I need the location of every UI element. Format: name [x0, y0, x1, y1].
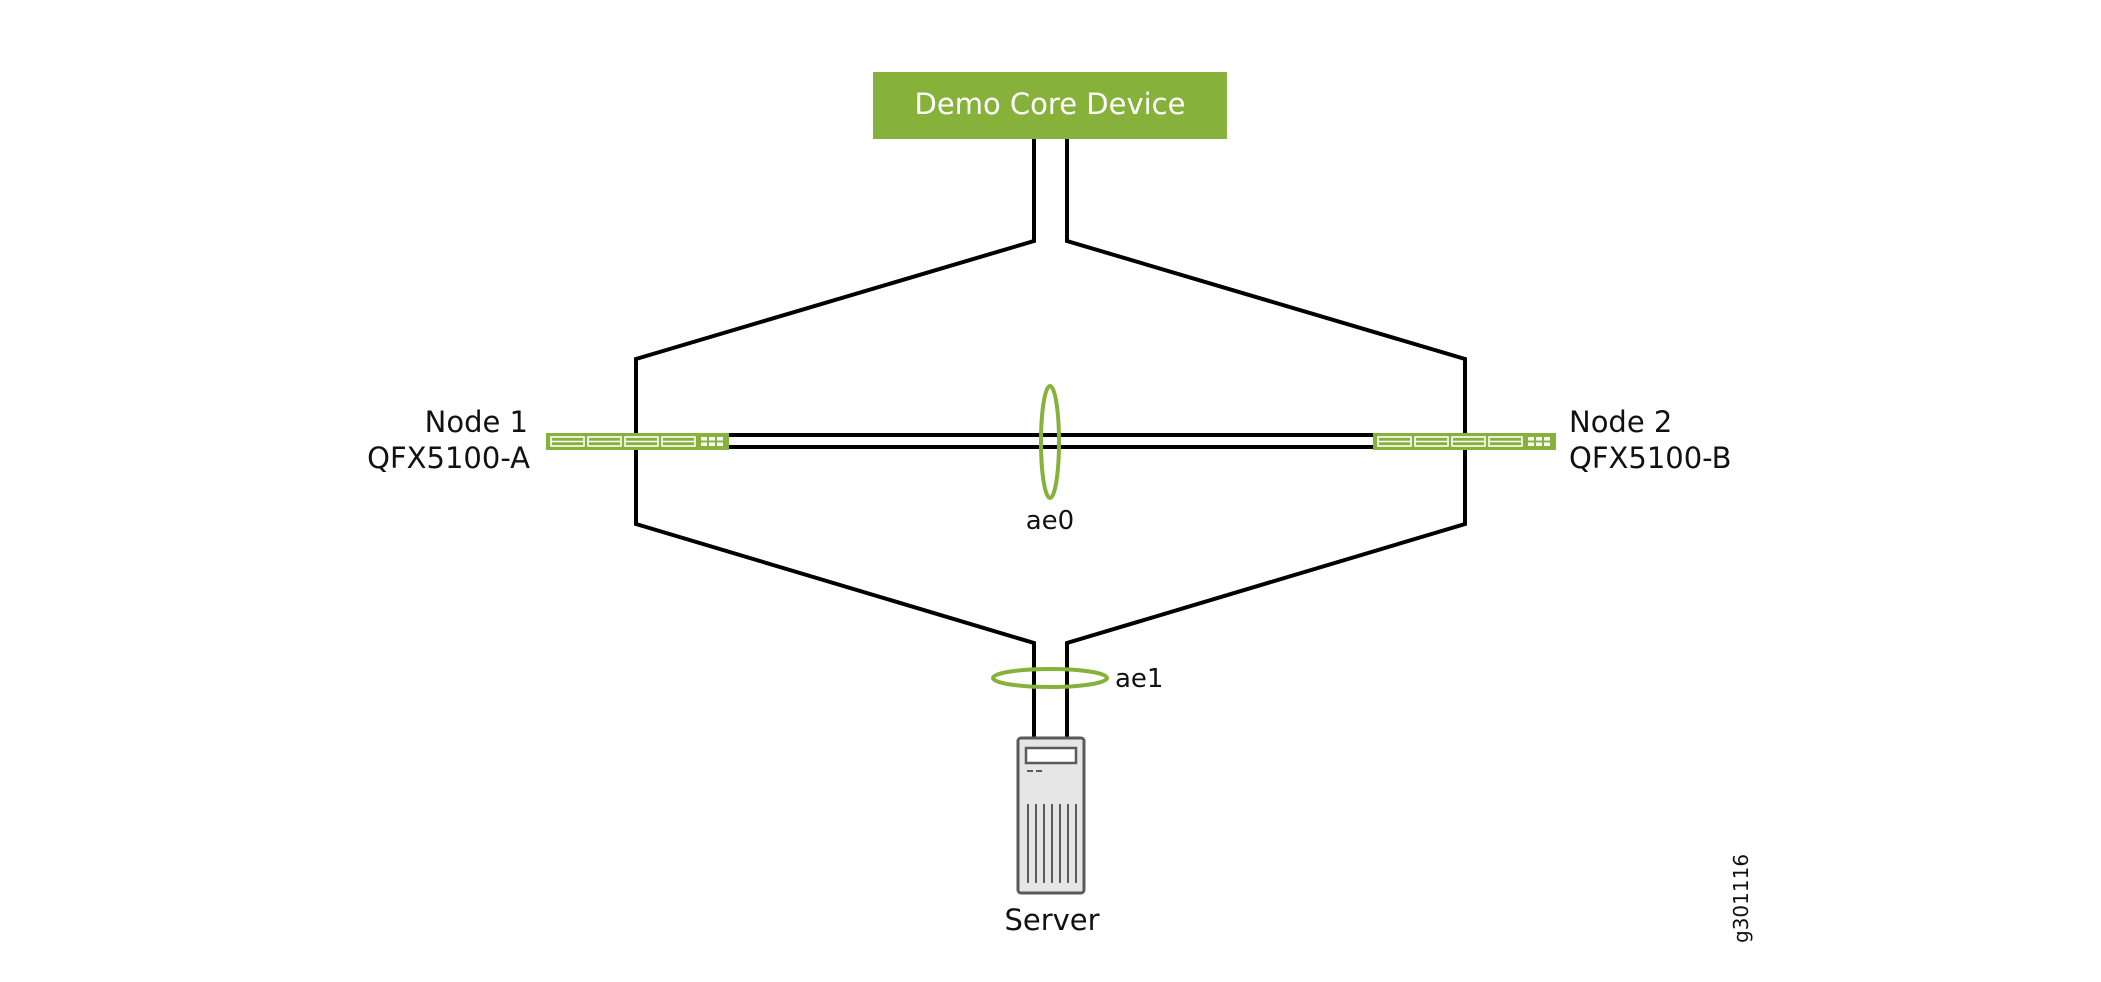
figure-id-label: g301116: [1729, 854, 1753, 943]
node1-model-label: QFX5100-A: [367, 441, 530, 475]
node2-switch-icon: [1373, 433, 1556, 450]
uplink-core-to-node2: [1065, 139, 1467, 525]
ae1-label: ae1: [1115, 664, 1163, 694]
ae1-lag-ring-icon: [991, 667, 1109, 689]
server-tower-icon: [1016, 736, 1086, 895]
core-device-box: [873, 72, 1227, 139]
node1-switch-icon: [546, 433, 729, 450]
ae0-link: [728, 433, 1373, 449]
node1-name-label: Node 1: [425, 405, 528, 439]
downlink-node2-to-server: [1065, 436, 1467, 740]
ae0-lag-ring-icon: [1039, 384, 1061, 500]
ae0-label: ae0: [1026, 506, 1074, 536]
core-device-label: Demo Core Device: [915, 87, 1186, 121]
node2-model-label: QFX5100-B: [1569, 441, 1732, 475]
core-device: Demo Core Device: [873, 72, 1227, 139]
uplink-core-to-node1: [634, 139, 1036, 525]
downlink-node1-to-server: [634, 436, 1036, 740]
server-label: Server: [1004, 903, 1099, 937]
node2-name-label: Node 2: [1569, 405, 1672, 439]
